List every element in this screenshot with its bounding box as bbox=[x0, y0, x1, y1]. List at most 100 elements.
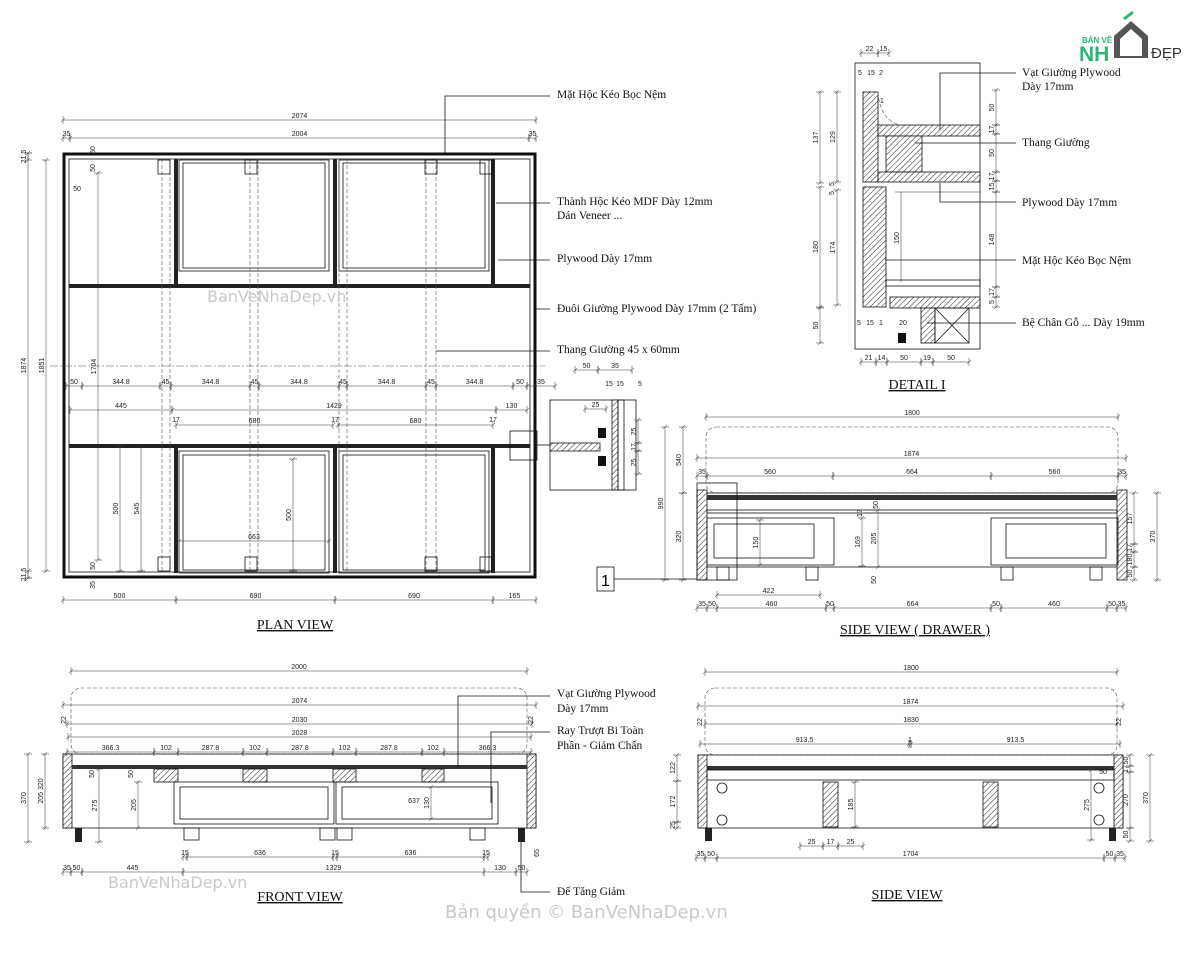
dimension: 913.5 bbox=[697, 737, 912, 748]
watermark: BanVeNhaDep.vn bbox=[207, 287, 346, 306]
dimension-label: 15 bbox=[181, 850, 189, 857]
dimension: 1704 bbox=[714, 851, 1107, 862]
dimension-label: 275 bbox=[92, 800, 99, 812]
dimension-label: 344.8 bbox=[112, 379, 130, 386]
dimension-label: 50 bbox=[989, 104, 996, 112]
callout: Thang Giường 45 x 60mm bbox=[436, 344, 680, 356]
dimension: 460 bbox=[714, 601, 829, 612]
dimension-label: 50 bbox=[583, 363, 591, 370]
dimension-label: 165 bbox=[509, 593, 521, 600]
center-post bbox=[982, 781, 999, 828]
dimension-label: 22 bbox=[61, 716, 68, 724]
dimension-label: 35 bbox=[1116, 851, 1124, 858]
dimension: 370 bbox=[1150, 490, 1161, 583]
dimension-label: 637 bbox=[408, 798, 420, 805]
logo-left-text: NH bbox=[1079, 43, 1109, 66]
plan-slats bbox=[157, 159, 493, 572]
dimension: 22 bbox=[858, 46, 881, 57]
dimension: 500 bbox=[113, 443, 124, 574]
dimension-label: 663 bbox=[248, 534, 260, 541]
dimension-label: 35 bbox=[1118, 469, 1126, 476]
watermark: BanVeNhaDep.vn bbox=[108, 873, 247, 892]
dimension-label: 35 bbox=[90, 581, 97, 589]
dimension-label: 270 bbox=[1123, 794, 1130, 806]
dimension-label: 287.8 bbox=[202, 745, 220, 752]
dimension-label: 344.8 bbox=[290, 379, 308, 386]
dimension: 1800 bbox=[702, 665, 1120, 676]
callout: Ray Trượt Bi Toàn bbox=[490, 725, 644, 803]
dimension-label: 366.3 bbox=[102, 745, 120, 752]
callout: Vạt Giường Plywood bbox=[457, 688, 656, 767]
dimension-label: 1800 bbox=[904, 410, 920, 417]
slat-bracket bbox=[424, 556, 438, 572]
dimension-label: 17 bbox=[1123, 765, 1130, 773]
dimension: 150 bbox=[894, 232, 901, 244]
dimension: 22 bbox=[697, 718, 704, 726]
dimension-label: 1851 bbox=[39, 358, 46, 374]
slat-bracket bbox=[424, 159, 438, 175]
dimension-label: 50 bbox=[992, 601, 1000, 608]
dimension: 129 bbox=[830, 89, 841, 185]
callout: Dày 17mm bbox=[557, 703, 608, 715]
dimension: 1800 bbox=[703, 410, 1121, 421]
slat-bracket bbox=[244, 159, 258, 175]
dimension: 122 bbox=[670, 752, 681, 784]
dimension-label: 50 bbox=[128, 770, 135, 778]
dimension: 50 bbox=[989, 131, 1000, 175]
dimension-label: 50 bbox=[873, 501, 880, 509]
callout: Bệ Chân Gỗ ... Dày 19mm bbox=[927, 316, 1145, 329]
dimension: 21.5 bbox=[21, 568, 32, 581]
dimension: 1 bbox=[880, 98, 884, 105]
dimension-label: 15 bbox=[331, 850, 339, 857]
dimension-label: 1 bbox=[908, 737, 912, 744]
logo-top-text: BẢN VẼ bbox=[1082, 36, 1113, 45]
callout-label: Vạt Giường Plywood bbox=[557, 688, 656, 700]
side-panel-upper bbox=[862, 91, 879, 183]
callout: Đế Tăng Giảm bbox=[520, 842, 625, 898]
dimension-label: 50 bbox=[1123, 757, 1130, 765]
dimension-label: 35 bbox=[1118, 601, 1126, 608]
dimension: 2074 bbox=[60, 698, 539, 709]
headboard-outline bbox=[70, 687, 528, 755]
dimension: 5 bbox=[829, 191, 836, 195]
dimension-label: 20 bbox=[899, 320, 907, 327]
dimension: 636 bbox=[184, 850, 336, 861]
dimension-label: 22 bbox=[866, 46, 874, 53]
dimension-label: 122 bbox=[670, 762, 677, 774]
dimension: 35 bbox=[90, 581, 97, 589]
dimension-label: 344.8 bbox=[466, 379, 484, 386]
copyright-watermark: Bản quyền © BanVeNhaDep.vn bbox=[445, 902, 728, 923]
dimension-label: 366.3 bbox=[479, 745, 497, 752]
dimension-label: 45 bbox=[251, 379, 259, 386]
dimension: 344.8 bbox=[344, 379, 429, 390]
dimension: 50 bbox=[873, 501, 880, 509]
dimension-label: 25 bbox=[808, 839, 816, 846]
logo-accent-mark bbox=[1123, 10, 1134, 21]
dimension: 130 bbox=[481, 865, 519, 876]
dimension-label: 25 bbox=[847, 839, 855, 846]
dimension-label: 17 bbox=[989, 126, 996, 134]
dimension: 20 bbox=[899, 320, 907, 327]
dimension-label: 5 bbox=[858, 70, 862, 77]
dimension-label: 540 bbox=[676, 454, 683, 466]
dimension-label: 174 bbox=[830, 242, 837, 254]
detail-1-callout-box bbox=[696, 482, 738, 581]
center-post bbox=[822, 781, 839, 828]
dimension-label: 1704 bbox=[91, 359, 98, 375]
dimension-label: 275 bbox=[1084, 799, 1091, 811]
dimension-label: 50 bbox=[871, 576, 878, 584]
dimension: 50 bbox=[813, 305, 824, 346]
dimension-label: 664 bbox=[907, 601, 919, 608]
adjustable-foot bbox=[898, 333, 906, 343]
dimension: 165 bbox=[490, 593, 539, 604]
callout-label: Thang Giường 45 x 60mm bbox=[557, 344, 680, 356]
dimension-label: 35 bbox=[63, 865, 71, 872]
dimension-label: 636 bbox=[254, 850, 266, 857]
plan-dividers bbox=[174, 159, 495, 573]
dimension-label: 17 bbox=[631, 443, 638, 451]
dimension: 17 bbox=[820, 839, 841, 850]
dimension-label: 500 bbox=[286, 509, 293, 521]
dimension-label: 21 bbox=[865, 355, 873, 362]
